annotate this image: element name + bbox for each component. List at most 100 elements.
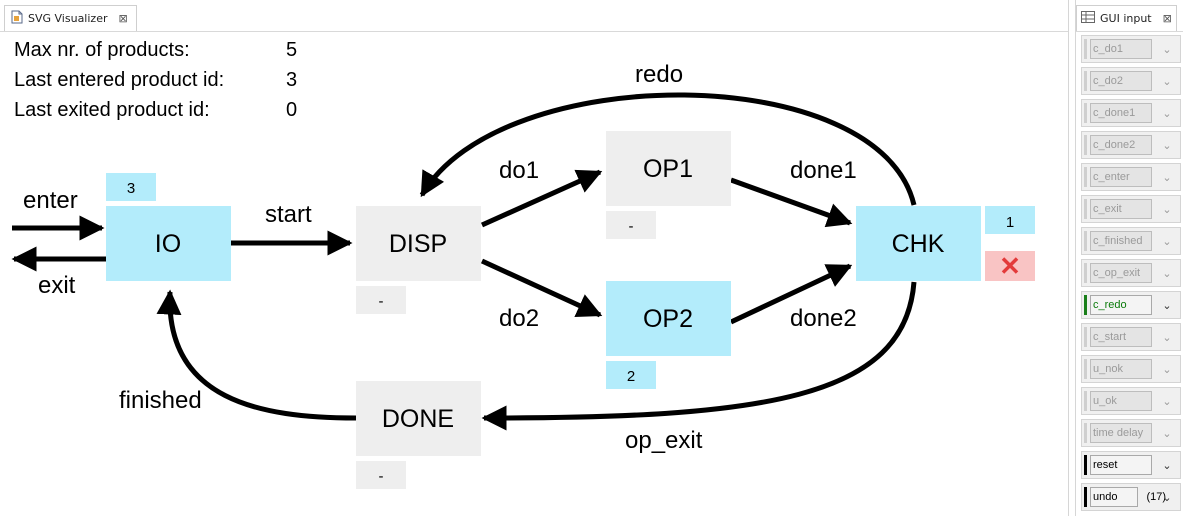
undo-button[interactable]: undo [1090,487,1138,507]
input-button[interactable]: c_start [1090,327,1152,347]
state-indicator [1084,71,1087,91]
info-label-entered: Last entered product id: [14,69,224,91]
chevron-down-icon[interactable]: ⌄ [1162,298,1172,312]
input-button[interactable]: u_nok [1090,359,1152,379]
state-indicator [1084,487,1087,507]
node-chk: CHK 1 ✕ [856,206,1035,281]
node-disp-badge-text: - [379,293,384,310]
state-indicator [1084,263,1087,283]
input-button[interactable]: time delay [1090,423,1152,443]
edge-label-start: start [265,201,312,228]
diagram-canvas: Max nr. of products: 5 Last entered prod… [0,32,1068,520]
node-op1-box [606,131,731,206]
chevron-down-icon[interactable]: ⌄ [1162,42,1172,56]
chevron-down-icon[interactable]: ⌄ [1162,74,1172,88]
input-button[interactable]: c_finished [1090,231,1152,251]
node-done-badge [356,461,406,489]
chevron-down-icon[interactable]: ⌄ [1162,490,1172,504]
gui-input-c-enter[interactable]: c_enter ⌄ [1081,163,1181,191]
gui-input-c-do1[interactable]: c_do1 ⌄ [1081,35,1181,63]
edge-done1 [730,177,853,228]
node-done-badge-text: - [379,468,384,485]
input-button[interactable]: c_redo [1090,295,1152,315]
gui-input-tabbar: GUI input ⊠ [1076,0,1183,32]
chevron-down-icon[interactable]: ⌄ [1162,458,1172,472]
edge-label-do1: do1 [499,157,539,184]
node-done-box [356,381,481,456]
info-value-exited: 0 [286,99,297,121]
chevron-down-icon[interactable]: ⌄ [1162,202,1172,216]
chevron-down-icon[interactable]: ⌄ [1162,330,1172,344]
state-indicator [1084,455,1087,475]
gui-input-c-done2[interactable]: c_done2 ⌄ [1081,131,1181,159]
chevron-down-icon[interactable]: ⌄ [1162,234,1172,248]
node-io-box [106,206,231,281]
node-disp-label: DISP [389,230,447,258]
node-chk-status [985,251,1035,281]
input-button[interactable]: c_do1 [1090,39,1152,59]
input-button[interactable]: c_done1 [1090,103,1152,123]
state-indicator [1084,327,1087,347]
chevron-down-icon[interactable]: ⌄ [1162,106,1172,120]
chevron-down-icon[interactable]: ⌄ [1162,170,1172,184]
gui-input-list: c_do1 ⌄ c_do2 ⌄ c_done1 ⌄ c_done2 ⌄ c_enter ⌄… [1081,35,1181,515]
grid-icon [1081,11,1095,26]
edge-label-do2: do2 [499,305,539,332]
edge-label-enter: enter [23,187,78,214]
close-icon[interactable]: ⊠ [118,12,128,25]
input-button[interactable]: c_op_exit [1090,263,1152,283]
edge-op-exit [481,281,917,431]
gui-input-c-op-exit[interactable]: c_op_exit ⌄ [1081,259,1181,287]
undo-count: (17) [1146,491,1166,503]
node-io: IO 3 [106,173,231,281]
gui-input-time-delay[interactable]: time delay ⌄ [1081,419,1181,447]
node-disp-badge [356,286,406,314]
gui-input-reset[interactable]: reset ⌄ [1081,451,1181,479]
tab-gui-input[interactable]: GUI input ⊠ [1076,5,1177,31]
gui-input-u-nok[interactable]: u_nok ⌄ [1081,355,1181,383]
reset-button[interactable]: reset [1090,455,1152,475]
node-disp-box [356,206,481,281]
gui-input-c-finished[interactable]: c_finished ⌄ [1081,227,1181,255]
state-indicator [1084,103,1087,123]
node-io-label: IO [155,230,181,258]
document-icon [11,10,23,27]
node-op2: OP2 2 [606,281,731,389]
gui-input-undo[interactable]: undo (17)⌄ [1081,483,1181,511]
gui-input-u-ok[interactable]: u_ok ⌄ [1081,387,1181,415]
input-button[interactable]: c_enter [1090,167,1152,187]
gui-input-c-start[interactable]: c_start ⌄ [1081,323,1181,351]
tab-svg-visualizer[interactable]: SVG Visualizer ⊠ [4,5,137,31]
input-button[interactable]: c_done2 [1090,135,1152,155]
node-op2-box [606,281,731,356]
gui-input-c-redo[interactable]: c_redo ⌄ [1081,291,1181,319]
info-label-exited: Last exited product id: [14,99,210,121]
node-done-label: DONE [382,405,454,433]
gui-input-c-done1[interactable]: c_done1 ⌄ [1081,99,1181,127]
chevron-down-icon[interactable]: ⌄ [1162,394,1172,408]
gui-input-c-do2[interactable]: c_do2 ⌄ [1081,67,1181,95]
edge-label-done1: done1 [790,157,857,184]
edge-label-finished: finished [119,387,202,414]
close-icon[interactable]: ⊠ [1162,12,1172,25]
input-button[interactable]: u_ok [1090,391,1152,411]
node-op1-badge-text: - [629,218,634,235]
gui-input-c-exit[interactable]: c_exit ⌄ [1081,195,1181,223]
edge-finished [156,289,357,421]
edge-label-redo: redo [635,61,683,88]
info-label-max: Max nr. of products: [14,39,190,61]
input-button[interactable]: c_do2 [1090,71,1152,91]
svg-visualizer-tabbar: SVG Visualizer ⊠ [0,0,1068,32]
input-button[interactable]: c_exit [1090,199,1152,219]
node-chk-label: CHK [892,230,945,258]
chevron-down-icon[interactable]: ⌄ [1162,266,1172,280]
edge-done2 [729,263,853,325]
chevron-down-icon[interactable]: ⌄ [1162,362,1172,376]
node-op2-badge [606,361,656,389]
node-io-badge-text: 3 [127,180,135,197]
tab-title: SVG Visualizer [28,12,108,25]
state-indicator [1084,231,1087,251]
chevron-down-icon[interactable]: ⌄ [1162,138,1172,152]
edge-do1 [480,169,603,228]
chevron-down-icon[interactable]: ⌄ [1162,426,1172,440]
